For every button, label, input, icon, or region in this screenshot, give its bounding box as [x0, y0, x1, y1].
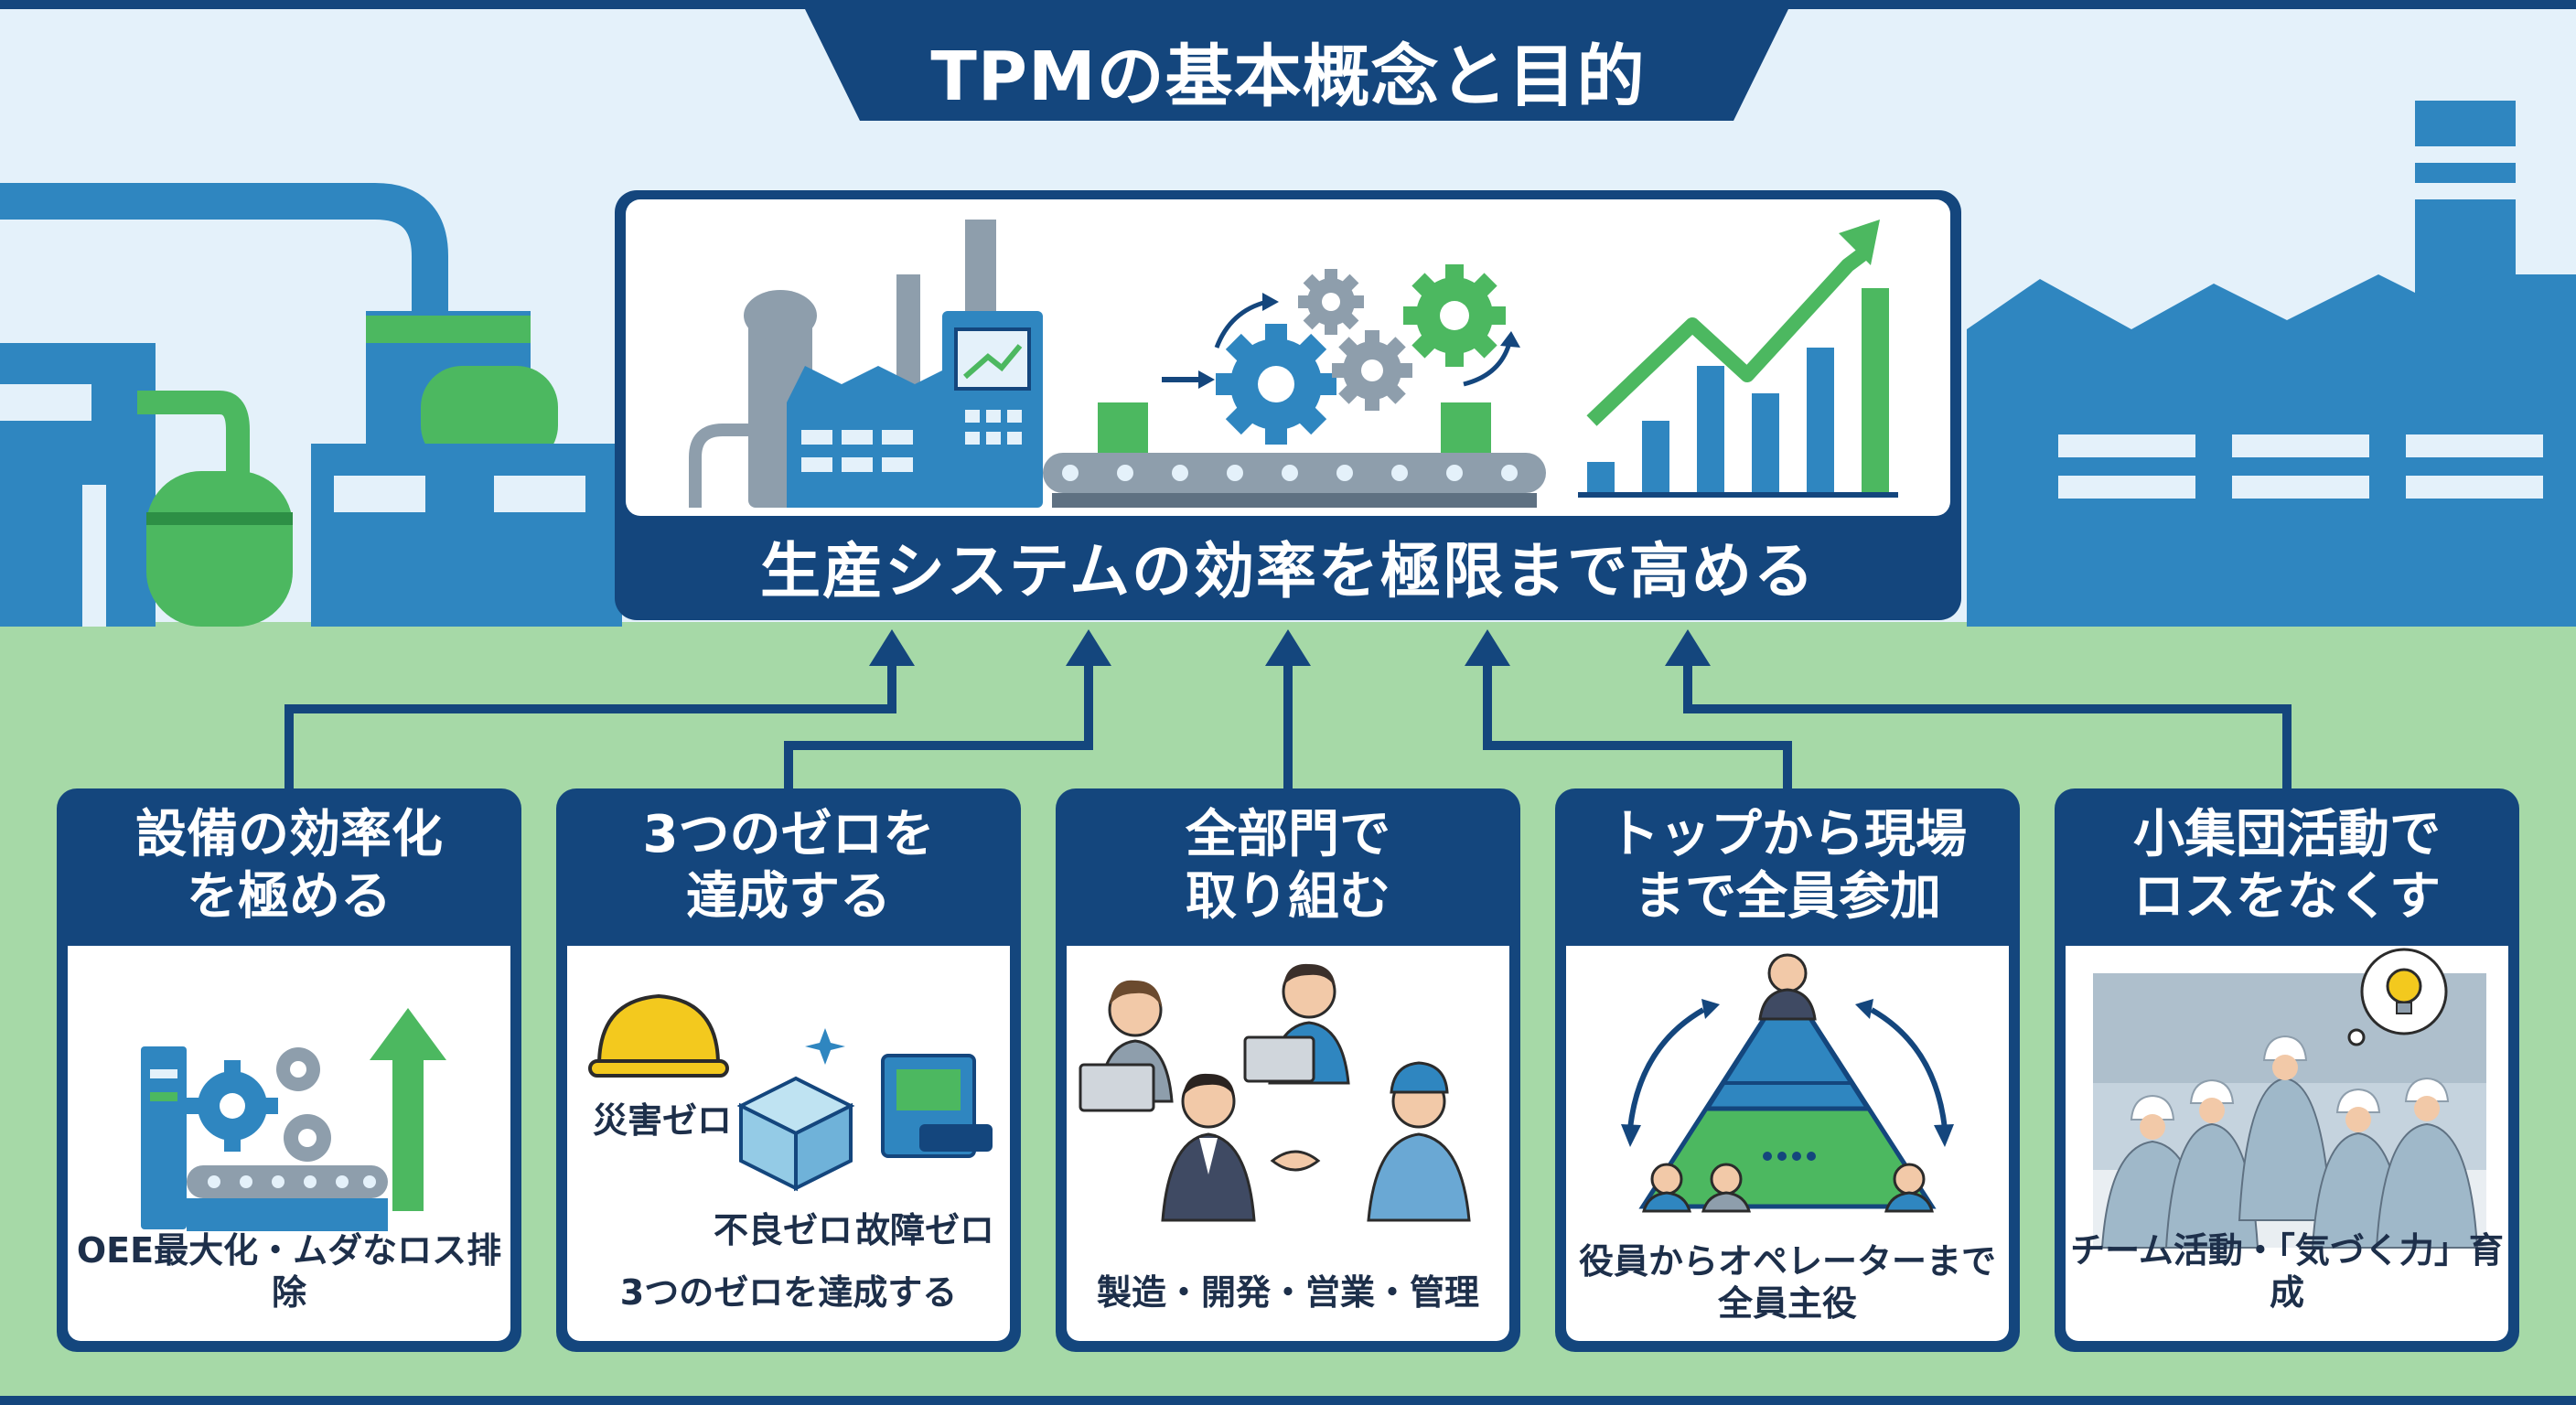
- page-title: TPMの基本概念と目的: [930, 37, 1646, 116]
- pillar-caption: チーム活動・「気づく力」育成: [2070, 1230, 2504, 1313]
- quality-cube-icon: [736, 1028, 855, 1192]
- pillar-heading: 設備の効率化 を極める: [135, 805, 443, 927]
- pillar-caption: 製造・開発・営業・管理: [1096, 1272, 1479, 1313]
- pillar-top-to-floor: トップから現場 まで全員参加: [1555, 788, 2020, 1352]
- title-banner: [805, 9, 1788, 121]
- lightbulb-icon: [2386, 968, 2422, 1004]
- pillar-heading: トップから現場 まで全員参加: [1608, 805, 1967, 927]
- pillar-heading: 小集団活動で ロスをなくす: [2133, 805, 2441, 927]
- zero-accident-label: 災害ゼロ: [593, 1100, 733, 1141]
- machine-gears-icon: [141, 1008, 446, 1231]
- pillar-caption: 3つのゼロを達成する: [619, 1272, 958, 1313]
- pillar-heading: 3つのゼロを 達成する: [642, 805, 935, 927]
- team-meeting-photo: [2093, 948, 2486, 1249]
- goal-statement: 生産システムの効率を極限まで高める: [759, 536, 1817, 606]
- pillar-small-group-activity: 小集団活動で ロスをなくす: [2055, 788, 2519, 1352]
- pyramid-participation-icon: [1621, 953, 1954, 1213]
- pillar-all-departments: 全部門で 取り組む: [1056, 788, 1520, 1352]
- gears-icon: [1214, 264, 1520, 445]
- pillar-three-zeros: 3つのゼロを 達成する: [556, 788, 1021, 1352]
- pillar-caption: OEE最大化・ムダなロス排除: [76, 1230, 502, 1313]
- machine-fault-icon: [881, 1054, 993, 1158]
- connector-arrows: [284, 659, 2292, 788]
- pillar-equipment-efficiency: 設備の効率化 を極める OEE最大化・ムダなロス排除: [57, 788, 521, 1352]
- zero-defect-label: 不良ゼロ: [714, 1210, 853, 1250]
- central-factory-icon: [689, 220, 1043, 508]
- pillar-heading: 全部門で 取り組む: [1186, 805, 1390, 927]
- conveyor-icon: [1043, 370, 1546, 508]
- right-factory-icon: [1967, 101, 2576, 627]
- departments-people-icon: [1079, 963, 1471, 1222]
- hard-hat-icon: [588, 993, 729, 1078]
- pillar-caption: 役員からオペレーターまで 全員主役: [1578, 1241, 1996, 1324]
- zero-breakdown-label: 故障ゼロ: [855, 1210, 995, 1250]
- growth-chart-icon: [1578, 220, 1898, 498]
- left-factory-icon: [0, 183, 622, 627]
